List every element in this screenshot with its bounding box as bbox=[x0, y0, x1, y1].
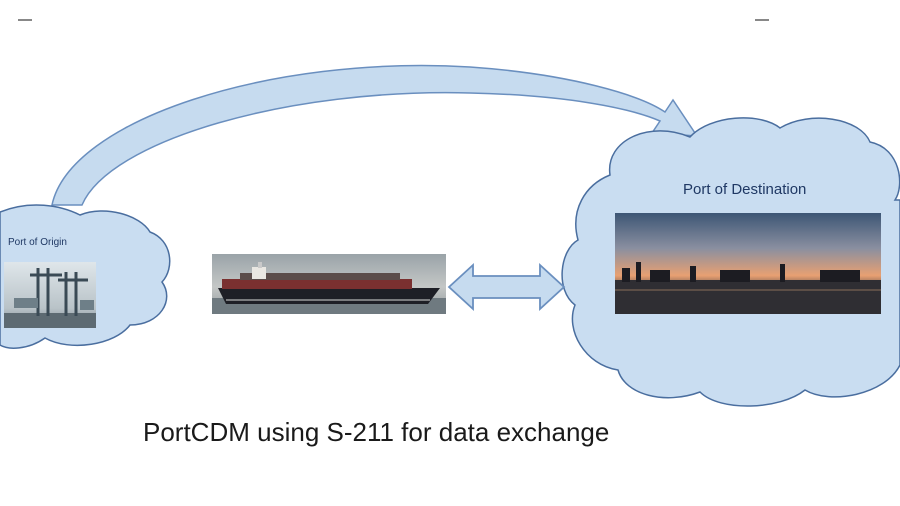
curved-arrow-origin-to-destination bbox=[51, 64, 699, 206]
double-arrow-ship-destination bbox=[447, 262, 566, 312]
destination-label: Port of Destination bbox=[683, 181, 807, 198]
diagram-caption: PortCDM using S-211 for data exchange bbox=[143, 417, 610, 447]
corner-mark-left bbox=[18, 19, 32, 21]
container-cranes-photo bbox=[4, 262, 96, 328]
origin-label: Port of Origin bbox=[8, 237, 67, 248]
corner-mark-right bbox=[755, 19, 769, 21]
container-ship-photo bbox=[212, 254, 446, 314]
harbor-sunset-photo bbox=[615, 213, 881, 314]
